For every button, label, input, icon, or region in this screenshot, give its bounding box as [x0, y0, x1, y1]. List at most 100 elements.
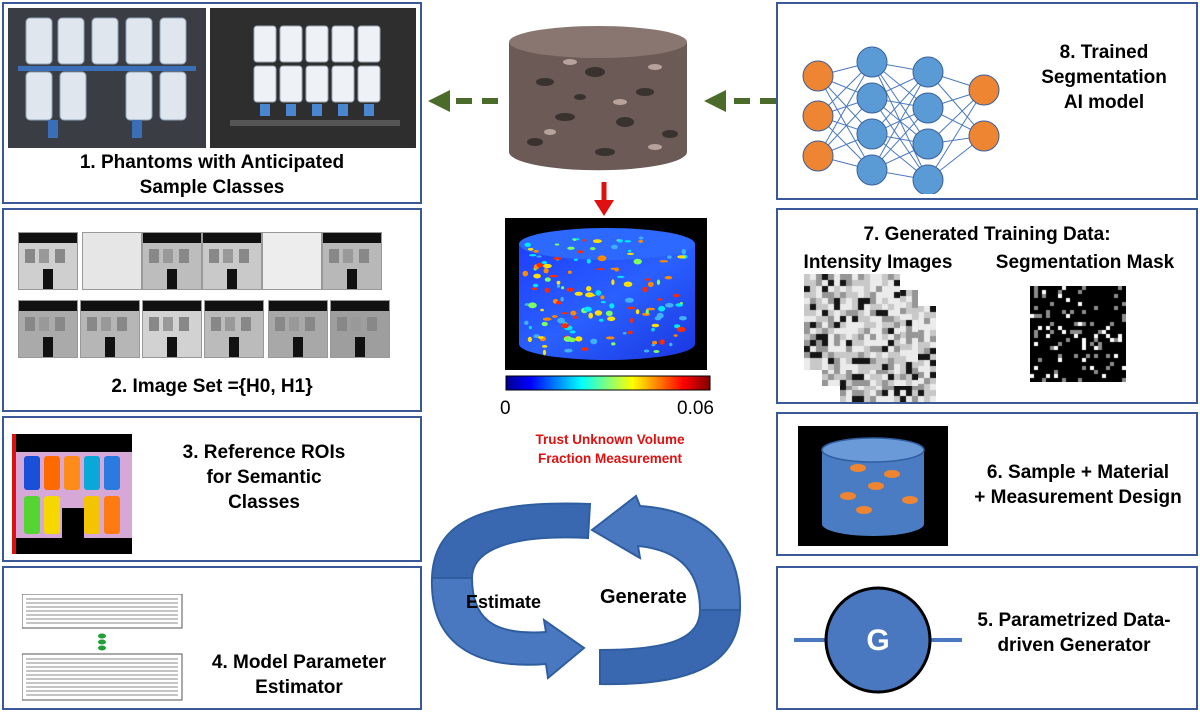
volume-fraction-speck [586, 286, 592, 292]
nn-node [912, 164, 944, 194]
nn-node [856, 154, 888, 186]
volume-fraction-speck [586, 258, 591, 264]
volume-fraction-speck [678, 316, 687, 321]
volume-fraction-speck [549, 274, 558, 278]
phantom-bottles-left [8, 8, 206, 148]
sample-design-label: 6. Sample + Material + Measurement Desig… [962, 460, 1194, 510]
volume-fraction-speck [610, 267, 617, 270]
arrow-rock-to-map [594, 182, 614, 216]
volume-fraction-speck [556, 300, 562, 305]
image-set-label: 2. Image Set ={H0, H1} [111, 376, 313, 397]
rois-label-line3: Classes [228, 492, 300, 513]
volume-fraction-speck [600, 295, 605, 300]
volume-fraction-speck [544, 277, 551, 282]
volume-fraction-speck [527, 336, 532, 343]
panel-training-data: 7. Generated Training Data: Intensity Im… [776, 208, 1198, 404]
volume-fraction-speck [673, 293, 680, 298]
volume-fraction-speck [651, 327, 655, 332]
volume-fraction-speck [537, 336, 544, 339]
volume-fraction-speck [605, 336, 615, 340]
volume-fraction-speck [574, 291, 583, 296]
panel-generator: G 5. Parametrized Data- driven Generator [776, 566, 1198, 710]
volume-fraction-speck [590, 338, 598, 345]
estimate-label: Estimate [466, 592, 542, 612]
volume-fraction-speck [669, 342, 673, 347]
segmentation-mask-label: Segmentation Mask [995, 252, 1175, 273]
volume-fraction-speck [577, 250, 584, 254]
volume-fraction-speck [536, 262, 544, 268]
volume-fraction-speck [585, 292, 594, 298]
sample-design-label-line1: 6. Sample + Material [986, 462, 1170, 483]
panel-trained-model: 8. Trained Segmentation AI model [776, 2, 1198, 200]
rois-label: 3. Reference ROIs for Semantic Classes [154, 440, 374, 515]
volume-fraction-speck [570, 310, 577, 316]
volume-fraction-speck [677, 255, 686, 259]
phantom-photo-right [210, 8, 416, 148]
volume-fraction-speck [560, 296, 564, 302]
generator-symbol [794, 586, 962, 694]
volume-fraction-speck [646, 307, 656, 311]
volume-fraction-speck [627, 330, 633, 335]
volume-fraction-speck [561, 323, 569, 329]
volume-fraction-speck [556, 280, 561, 285]
volume-fraction-render [519, 228, 695, 360]
volume-fraction-speck [624, 240, 632, 243]
nn-edge [927, 89, 985, 181]
volume-fraction-speck [643, 349, 650, 353]
volume-fraction-speck [673, 334, 678, 337]
volume-fraction-speck [617, 239, 623, 243]
volume-fraction-speck [542, 345, 548, 348]
colorbar [505, 375, 711, 391]
volume-fraction-speck [541, 261, 548, 265]
panel-phantoms: 1. Phantoms with Anticipated Sample Clas… [2, 2, 422, 204]
volume-fraction-speck [575, 336, 583, 342]
volume-fraction-speck [532, 283, 539, 288]
estimator-label-line2: Estimator [255, 677, 343, 698]
estimate-arrow-tail [430, 502, 592, 579]
image-set-thumbnail [268, 300, 328, 358]
volume-fraction-speck [524, 242, 531, 247]
volume-fraction-speck [611, 342, 616, 346]
volume-fraction-speck [679, 302, 683, 305]
volume-fraction-speck [554, 243, 560, 246]
volume-fraction-speck [597, 255, 607, 262]
rois-label-line2: for Semantic [206, 467, 322, 488]
volume-fraction-speck [600, 301, 606, 304]
panel-reference-rois: 3. Reference ROIs for Semantic Classes [2, 416, 422, 562]
nn-node [968, 74, 1000, 106]
volume-fraction-speck [627, 252, 634, 255]
volume-fraction-speck [607, 316, 616, 322]
volume-fraction-speck [553, 257, 562, 260]
volume-fraction-speck [656, 312, 664, 319]
volume-fraction-speck [536, 255, 542, 258]
phantom-photo-left [8, 8, 206, 148]
nn-node [912, 56, 944, 88]
nn-edge [871, 71, 929, 171]
volume-fraction-speck [651, 323, 660, 328]
nn-node [912, 92, 944, 124]
nn-node [912, 128, 944, 160]
volume-fraction-speck [544, 287, 550, 293]
volume-fraction-speck [642, 286, 648, 293]
volume-fraction-speck [659, 260, 669, 263]
volume-fraction-speck [564, 348, 573, 353]
measurement-caption: Trust Unknown Volume Fraction Measuremen… [470, 430, 750, 468]
volume-fraction-speck [677, 326, 686, 332]
volume-fraction-speck [667, 255, 672, 259]
volume-fraction-speck [528, 302, 537, 309]
arrow-model-to-rock [704, 90, 776, 112]
volume-fraction-speck [594, 310, 603, 316]
rois-label-line1: 3. Reference ROIs [182, 442, 346, 463]
intensity-image-1 [804, 274, 900, 370]
volume-fraction-speck [638, 239, 644, 243]
sample-design-label-line2: + Measurement Design [974, 487, 1182, 508]
volume-fraction-speck [569, 330, 576, 334]
training-data-title: 7. Generated Training Data: [863, 224, 1111, 245]
volume-fraction-speck [673, 324, 681, 329]
volume-fraction-speck [635, 309, 640, 315]
volume-fraction-speck [572, 316, 579, 319]
volume-fraction-speck [656, 279, 661, 285]
image-set-thumbnail [142, 232, 202, 290]
volume-fraction-speck [582, 239, 587, 242]
image-set-thumbnail [322, 232, 382, 290]
